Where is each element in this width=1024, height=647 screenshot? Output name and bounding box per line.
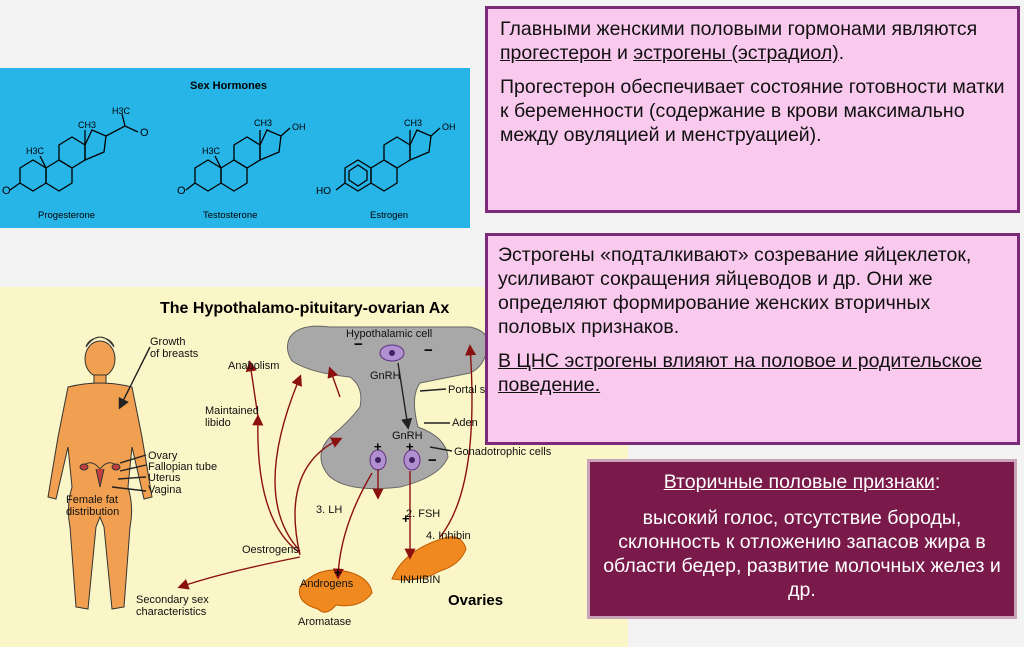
plus-sign-1: + [374,439,382,454]
progesterone-label-h3c-left: H3C [26,146,45,156]
period-text: . [838,42,845,64]
estrogen-label-oh: OH [442,122,456,132]
guide-arrows [111,346,453,492]
progesterone-label-ch3: CH3 [78,120,96,130]
sex-hormones-structures: Sex Hormones H3C H3C CH3 O O Progesteron… [2,80,456,221]
label-inhibin-4: 4. Inhibin [426,530,471,542]
label-maintained: Maintained [205,405,259,417]
label-oestrogens: Oestrogens [242,544,299,556]
label-aromatase: Aromatase [298,616,351,628]
estrogen-structure [335,127,441,192]
sex-hormones-title: Sex Hormones [190,80,267,92]
label-of-breasts: of breasts [150,348,199,360]
label-ovaries: Ovaries [448,592,503,609]
label-androgens: Androgens [300,578,354,590]
progesterone-paragraph: Прогестерон обеспечивает состояние готов… [500,76,1005,146]
label-fsh: 2. FSH [406,508,440,520]
minus-sign-2: − [424,342,433,359]
gonadotrophic-cell-2 [403,449,421,471]
progesterone-name: Progesterone [38,210,95,221]
main-hormones-box: Главными женскими половыми гормонами явл… [485,6,1020,213]
label-uterus: Uterus [148,472,181,484]
secondary-traits-heading-line: Вторичные половые признаки: [600,470,1004,494]
minus-sign-1: − [354,336,363,353]
main-hormones-paragraph: Главными женскими половыми гормонами явл… [500,17,1005,65]
axis-title: The Hypothalamo-pituitary-ovarian Ax [160,300,449,317]
cns-paragraph: В ЦНС эстрогены влияют на половое и роди… [498,350,982,396]
label-vagina: Vagina [148,484,182,496]
label-characteristics: characteristics [136,606,207,618]
label-secondary-sex: Secondary sex [136,594,209,606]
label-aden: Aden [452,417,478,429]
label-distribution: distribution [66,506,119,518]
testosterone-label-oh: OH [292,122,306,132]
main-hormones-text: Главными женскими половыми гормонами явл… [500,18,978,40]
testosterone-structure [185,127,291,192]
reproductive-organs [79,462,121,488]
heading-colon: : [934,471,941,493]
plus-sign-3: + [402,511,410,526]
plus-sign-4: + [334,565,342,580]
label-gonadotrophic-cells: Gonadotrophic cells [454,446,552,458]
estrogen-label-ho: HO [316,186,331,197]
estrogens-box: Эстрогены «подталкивают» созревание яйце… [485,233,1020,445]
label-fallopian-tube: Fallopian tube [148,461,217,473]
label-anabolism: Anabolism [228,360,279,372]
label-inhibin: INHIBIN [400,574,440,586]
label-ovary: Ovary [148,450,178,462]
hypothalamic-cell [379,344,405,362]
sex-hormones-panel: Sex Hormones H3C H3C CH3 O O Progesteron… [0,68,470,228]
plus-sign-2: + [406,439,414,454]
label-gnrh-1: GnRH [370,370,401,382]
and-text: и [611,42,634,64]
label-female-fat: Female fat [66,494,118,506]
label-growth: Growth [150,336,185,348]
label-gnrh-2: GnRH [392,430,423,442]
testosterone-label-ch3: CH3 [254,118,272,128]
label-portal: Portal s [448,384,486,396]
minus-sign-3: − [428,452,437,469]
hormone-arrows [177,344,477,590]
testosterone-label-h3c: H3C [202,146,221,156]
estrogens-term: эстрогены (эстрадиол) [633,42,839,64]
secondary-traits-heading: Вторичные половые признаки [663,471,935,493]
female-body-figure [47,336,153,610]
estrogen-name: Estrogen [370,210,408,221]
progesterone-structure [9,113,139,192]
progesterone-term: прогестерон [500,42,612,64]
testosterone-name: Testosterone [203,210,257,221]
secondary-traits-body: высокий голос, отсутствие бороды, склонн… [603,507,1001,601]
progesterone-label-o: O [2,185,11,197]
secondary-traits-box: Вторичные половые признаки: высокий голо… [587,459,1017,619]
progesterone-label-h3c-top: H3C [112,106,131,116]
ovary-left [298,569,373,613]
estrogens-paragraph: Эстрогены «подталкивают» созревание яйце… [498,244,972,338]
label-lh: 3. LH [316,504,342,516]
label-hypothalamic-cell: Hypothalamic cell [346,328,432,340]
progesterone-label-o-ketone: O [140,127,149,139]
label-libido: libido [205,417,231,429]
ovary-right [391,536,467,581]
testosterone-label-o: O [177,185,186,197]
hpo-axis-diagram: The Hypothalamo-pituitary-ovarian Ax [47,300,552,628]
estrogen-label-ch3: CH3 [404,118,422,128]
